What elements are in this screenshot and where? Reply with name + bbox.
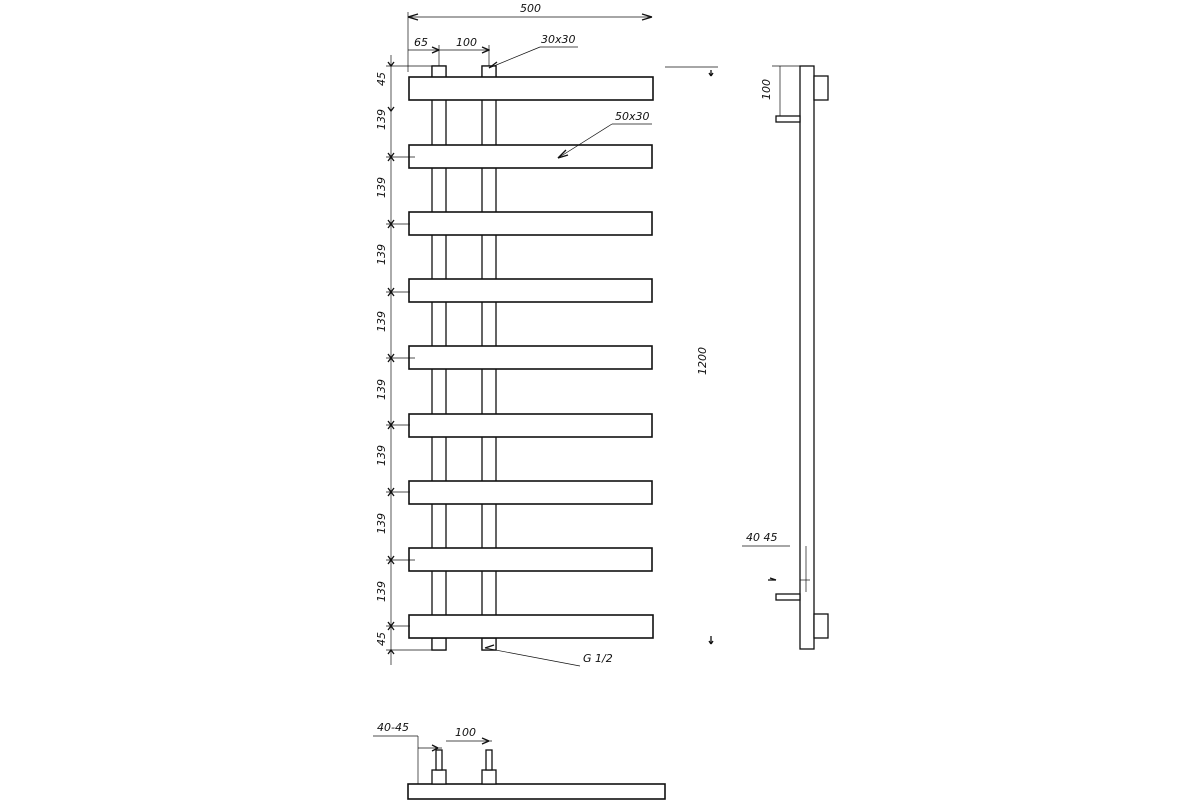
spacing-label-5: 139: [375, 379, 388, 400]
overall-width-label: 500: [520, 2, 541, 15]
bottom-margin-label: 45: [375, 632, 388, 646]
spacing-label-7: 139: [375, 513, 388, 534]
left-top-cap: [431, 65, 447, 79]
front-view: [408, 65, 654, 651]
side-top-bar-end: [813, 75, 829, 101]
spacing-label-3: 139: [375, 244, 388, 265]
connection-callout: G 1/2: [484, 644, 613, 667]
horizontal-bar-2: [408, 144, 653, 169]
horizontal-bar-4: [408, 278, 653, 303]
side-offset-label: 100: [760, 79, 773, 100]
spacing-label-6: 139: [375, 445, 388, 466]
pitch-100-label: 100: [456, 36, 477, 49]
bar-profile-label: 50x30: [615, 110, 650, 123]
horizontal-bar-9: [408, 614, 654, 639]
horizontal-bar-7: [408, 480, 653, 505]
left-bottom-connection: [431, 637, 447, 651]
bottom-view-left-post: [431, 769, 447, 785]
spacing-label-1: 139: [375, 109, 388, 130]
bottom-view-right-post: [481, 769, 497, 785]
side-bottom-bar-end: [813, 613, 829, 639]
bottom-view: 40-45 100: [373, 721, 666, 800]
pipe-profile-label: 30x30: [541, 33, 576, 46]
bottom-wall-gap-label: 40-45: [377, 721, 409, 734]
overall-height-label: 1200: [696, 347, 709, 375]
top-margin-label: 45: [375, 72, 388, 86]
side-main-profile: [799, 65, 815, 650]
top-dimensions: 500 65 100 30x30 50x30: [407, 2, 653, 159]
offset-65-label: 65: [414, 36, 428, 49]
horizontal-bar-5: [408, 345, 653, 370]
side-bottom-bracket: [775, 593, 801, 601]
connection-thread-label: G 1/2: [583, 652, 613, 665]
bottom-pitch-label: 100: [455, 726, 476, 739]
bottom-view-right-pin: [485, 749, 493, 771]
horizontal-bar-3: [408, 211, 653, 236]
right-bottom-connection: [481, 637, 497, 651]
spacing-label-8: 139: [375, 581, 388, 602]
side-top-bracket: [775, 115, 801, 123]
bottom-view-left-pin: [435, 749, 443, 771]
horizontal-bar-6: [408, 413, 653, 438]
bottom-view-bar: [407, 783, 666, 800]
left-dimensions: 45 139 139 139 139 139 139 139 139 45: [375, 55, 432, 665]
height-dimension: 1200: [665, 66, 718, 645]
side-view: 100 40 45: [742, 65, 829, 650]
horizontal-bar-1: [408, 76, 654, 101]
spacing-label-2: 139: [375, 177, 388, 198]
spacing-label-4: 139: [375, 311, 388, 332]
horizontal-bar-8: [408, 547, 653, 572]
wall-gap-label: 40 45: [746, 531, 778, 544]
